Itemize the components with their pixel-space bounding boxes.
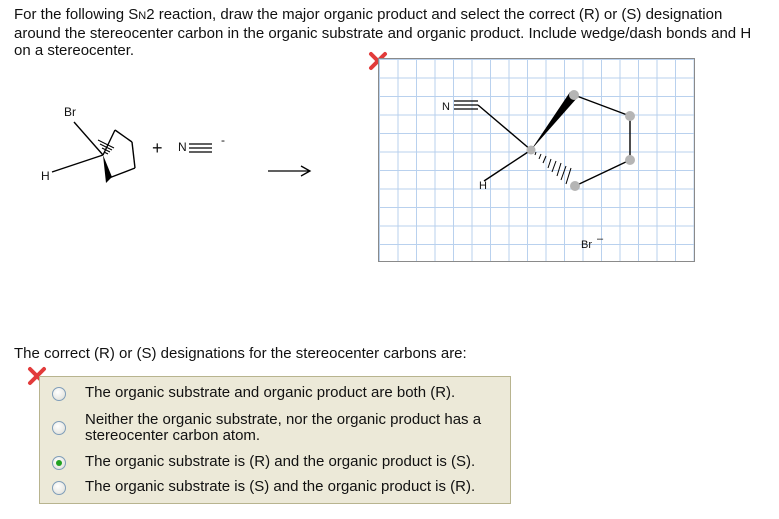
product-h-label: H	[479, 180, 487, 192]
option-label: The organic substrate is (R) and the org…	[85, 453, 476, 470]
radio-button[interactable]	[52, 387, 66, 401]
answer-options: The organic substrate and organic produc…	[39, 376, 511, 504]
product-n-label: N	[442, 101, 450, 113]
substrate-h-label: H	[41, 169, 50, 183]
option-label: The organic substrate and organic produc…	[85, 384, 456, 401]
plus-sign: +	[152, 138, 163, 158]
reaction-arrow-icon	[268, 165, 312, 177]
substrate-br-label: Br	[64, 105, 76, 119]
radio-button-selected[interactable]	[52, 456, 66, 470]
substrate-structure	[51, 121, 136, 183]
option-both-r[interactable]: The organic substrate and organic produc…	[40, 385, 510, 405]
designation-question: The correct (R) or (S) designations for …	[14, 345, 467, 362]
question-prompt: For the following SN2 reaction, draw the…	[14, 6, 752, 59]
option-r-then-s[interactable]: The organic substrate is (R) and the org…	[40, 454, 510, 474]
radio-button[interactable]	[52, 481, 66, 495]
drawing-canvas[interactable]	[378, 58, 695, 262]
product-structure[interactable]	[378, 58, 695, 262]
option-s-then-r[interactable]: The organic substrate is (S) and the org…	[40, 479, 510, 499]
radio-button[interactable]	[52, 421, 66, 435]
bromide-label: Br	[581, 239, 592, 251]
cyanide-charge: -	[221, 133, 225, 147]
cyanide-triple-bond	[189, 143, 212, 153]
option-no-stereocenter[interactable]: Neither the organic substrate, nor the o…	[40, 412, 510, 448]
bromide-charge: –	[597, 233, 604, 245]
cyanide-n-label: N	[178, 140, 187, 154]
option-label: The organic substrate is (S) and the org…	[85, 478, 476, 495]
option-label: Neither the organic substrate, nor the o…	[85, 411, 482, 444]
